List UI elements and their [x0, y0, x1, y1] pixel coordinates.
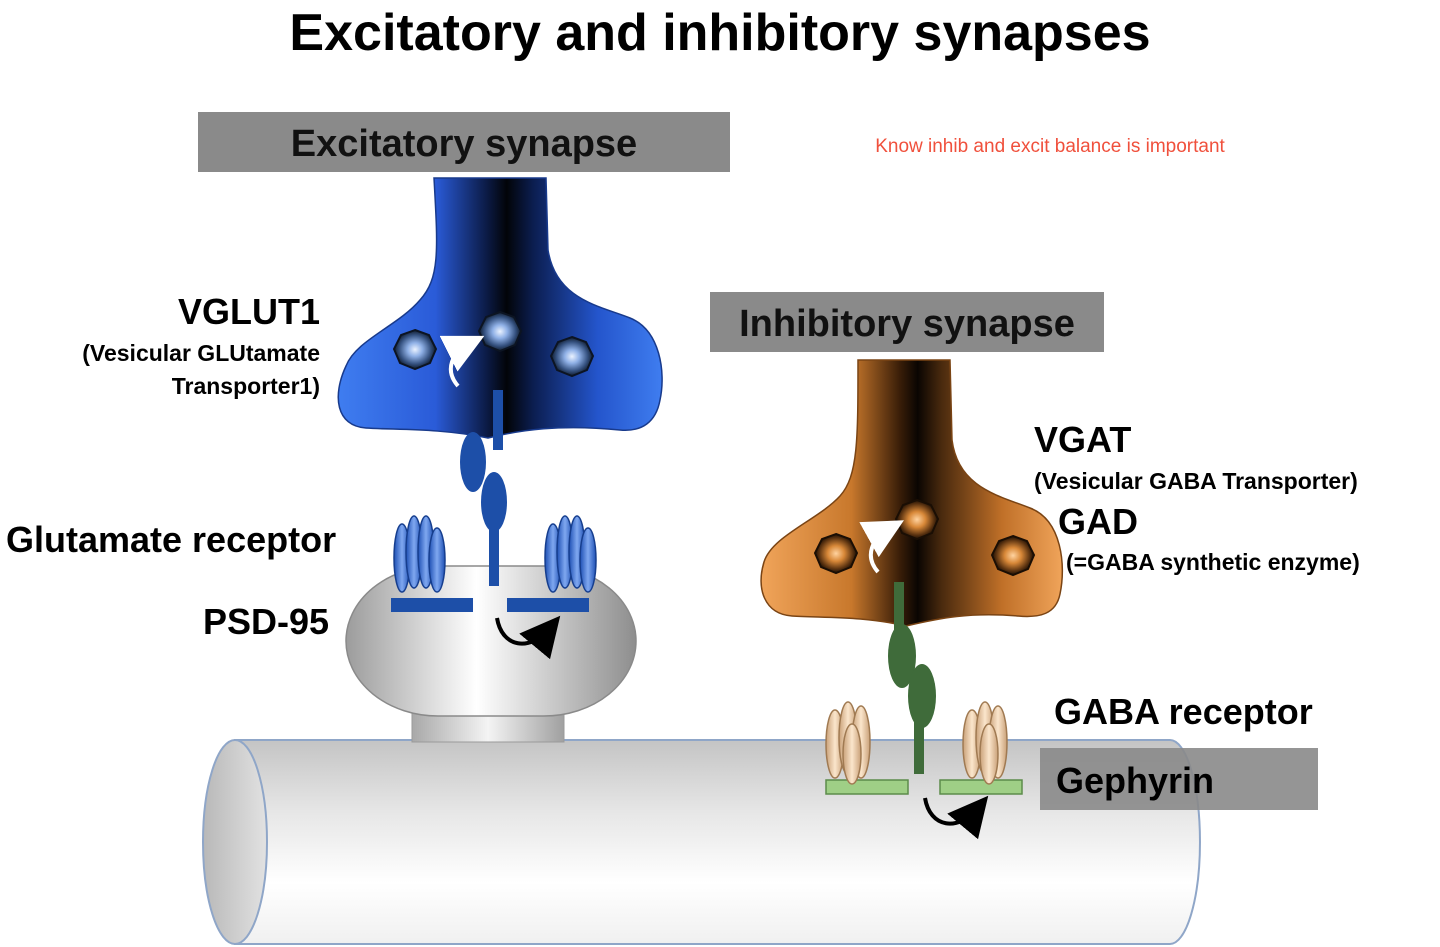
glutamate-receptor-label: Glutamate receptor — [6, 519, 336, 560]
gad-description: (=GABA synthetic enzyme) — [1066, 549, 1360, 575]
vgat-label: VGAT — [1034, 419, 1131, 460]
vglut1-description-line1: (Vesicular GLUtamate — [82, 340, 320, 366]
gaba-receptor-label: GABA receptor — [1054, 691, 1313, 732]
excitatory-synapse-banner: Excitatory synapse — [198, 112, 730, 172]
gephyrin-bar — [825, 779, 1023, 795]
inhibitory-presynaptic-terminal — [760, 359, 1064, 627]
synaptic-vesicle — [990, 534, 1036, 577]
gephyrin-banner: Gephyrin — [1040, 748, 1318, 810]
inhibitory-synapse-banner-text: Inhibitory synapse — [739, 303, 1075, 345]
dendritic-spine — [345, 565, 637, 743]
synaptic-vesicle — [392, 328, 438, 371]
gaba-receptor — [825, 701, 871, 785]
synaptic-vesicle — [894, 498, 940, 541]
glutamate-receptor — [544, 515, 597, 593]
vglut1-description-line2: Transporter1) — [172, 373, 320, 399]
vesicle-loading-arrow — [439, 335, 485, 388]
psd-95-arrow — [495, 615, 561, 660]
synaptic-vesicle — [813, 532, 859, 575]
synaptic-vesicle — [549, 335, 595, 378]
inhibitory-adhesion-protein — [888, 582, 936, 774]
excitatory-synapse-banner-text: Excitatory synapse — [291, 123, 637, 165]
excitatory-adhesion-protein — [460, 390, 507, 586]
gaba-receptor — [962, 701, 1008, 785]
vesicle-loading-arrow — [859, 520, 904, 574]
synaptic-vesicle — [477, 310, 523, 353]
balance-note: Know inhib and excit balance is importan… — [875, 136, 1225, 157]
gephyrin-arrow — [923, 795, 989, 840]
vglut1-label: VGLUT1 — [178, 291, 320, 332]
page-title: Excitatory and inhibitory synapses — [289, 4, 1150, 62]
gephyrin-label: Gephyrin — [1056, 760, 1214, 801]
psd-95-bar — [391, 598, 589, 612]
psd-95-label: PSD-95 — [203, 601, 329, 642]
glutamate-receptor — [393, 515, 446, 593]
vgat-description: (Vesicular GABA Transporter) — [1034, 468, 1358, 494]
gad-label: GAD — [1058, 501, 1138, 542]
inhibitory-synapse-banner: Inhibitory synapse — [710, 292, 1104, 352]
